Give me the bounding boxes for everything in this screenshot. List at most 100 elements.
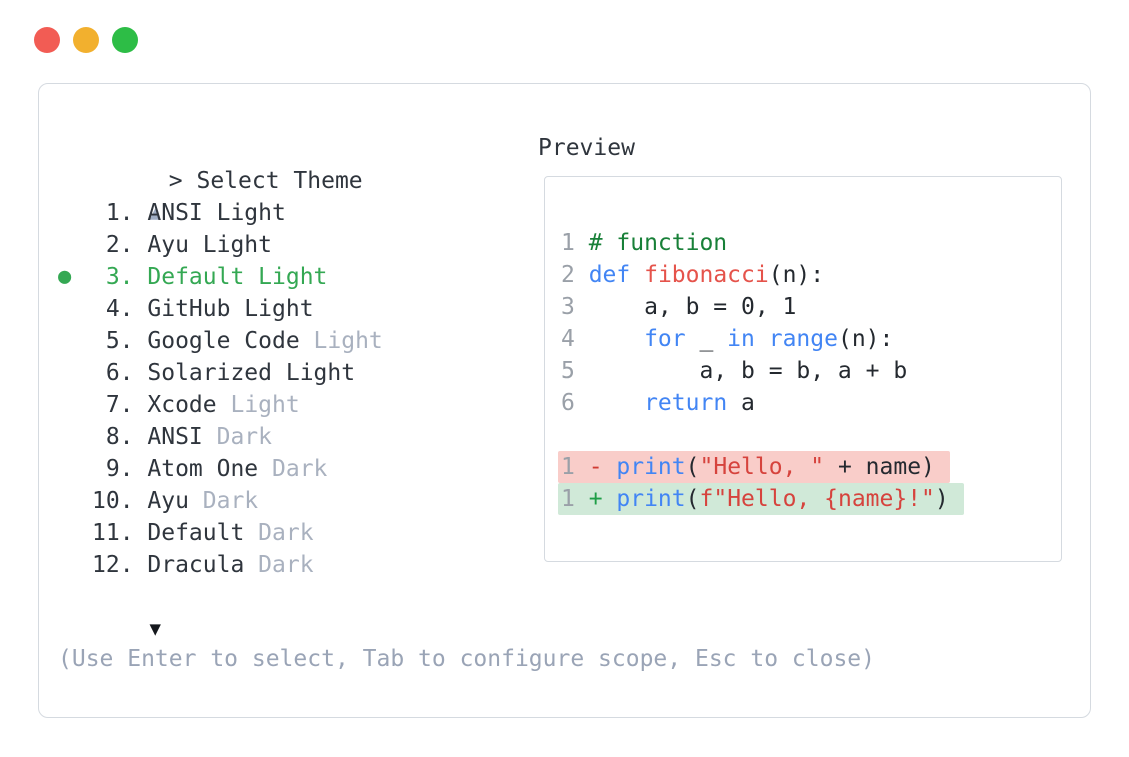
code-line: 1 # function [561,227,1053,259]
theme-number: 12. [92,552,134,578]
marker-spacer [58,549,92,581]
keyboard-hint: (Use Enter to select, Tab to configure s… [58,646,875,672]
code-token-plus: + [588,486,617,512]
triangle-up-icon: ▲ [149,202,161,224]
marker-spacer [58,325,92,357]
theme-list-item[interactable]: 6. Solarized Light [58,357,528,389]
preview-panel: 1 # function 2 def fibonacci (n): 3 a, b = 0,… [544,176,1062,562]
theme-name-dim: Light [230,392,300,418]
prompt-caret-icon: > [168,168,183,194]
line-number: 2 [561,262,575,288]
code-token-plain: _ [685,326,728,352]
theme-name: Dracula [147,552,245,578]
theme-name-dim: Dark [258,552,314,578]
theme-name-dim: Dark [202,488,259,514]
theme-list-item[interactable]: 8. ANSI Dark [58,421,528,453]
minimize-button[interactable] [73,27,99,53]
code-token-minus: - [588,454,617,480]
code-token-comment: # function [588,230,728,256]
theme-list-item[interactable]: 2. Ayu Light [58,229,528,261]
theme-name: ANSI [147,424,203,450]
theme-list-item[interactable]: 9. Atom One Dark [58,453,528,485]
code-token-keyword: print [616,486,686,512]
theme-list-item[interactable]: 12. Dracula Dark [58,549,528,581]
theme-number: 4. [105,296,134,322]
code-token-plain: ( [685,454,700,480]
theme-name: Default Light [147,264,328,290]
theme-name-dim: Dark [272,456,328,482]
theme-name: Solarized Light [147,360,356,386]
line-number: 3 [561,294,575,320]
theme-number: 7. [105,392,134,418]
marker-spacer [58,389,92,421]
marker-spacer [58,453,92,485]
code-token-plain [589,390,644,416]
theme-number: 11. [92,520,134,546]
marker-spacer [58,357,92,389]
theme-name: Google Code [147,328,300,354]
line-number: 5 [561,358,575,384]
theme-number: 2. [105,232,134,258]
close-button[interactable] [34,27,60,53]
theme-name-dim: Dark [216,424,272,450]
theme-name: Ayu Light [147,232,272,258]
line-number: 4 [561,326,575,352]
code-token-plain: ) [934,486,949,512]
preview-title: Preview [538,135,635,161]
code-token-plain: + name) [824,454,935,480]
marker-spacer [58,197,92,229]
triangle-down-icon: ▼ [149,618,161,640]
maximize-button[interactable] [112,27,138,53]
theme-list-item[interactable]: 1.ANSI Light [58,197,528,229]
code-token-string: "Hello, " [699,454,825,480]
code-line: 3 a, b = 0, 1 [561,291,1053,323]
code-token-plain [630,262,644,288]
code-token-keyword: range [768,326,838,352]
code-token-plain [755,326,769,352]
theme-number: 8. [105,424,134,450]
line-number: 1 [561,454,575,480]
code-token-plain: a [727,390,755,416]
scroll-up-indicator[interactable]: ▲ [58,165,528,224]
code-token-plain: a, b = b, a + b [588,358,908,384]
code-line [561,419,1053,451]
prompt: >Select Theme [58,133,528,194]
code-block: 1 # function 2 def fibonacci (n): 3 a, b = 0,… [558,227,1053,515]
line-number: 1 [561,230,575,256]
theme-number: 1. [105,200,134,226]
marker-spacer [58,229,92,261]
theme-number: 6. [105,360,134,386]
theme-list-item[interactable]: 4. GitHub Light [58,293,528,325]
line-number: 1 [561,486,575,512]
theme-list-item[interactable]: ● 3. Default Light [58,261,528,293]
code-token-keyword: print [616,454,686,480]
theme-name-dim: Light [313,328,383,354]
code-token-plain [589,326,644,352]
code-token-plain: (n): [837,326,894,352]
diff-added-line: 1 + print(f"Hello, {name}!") [558,483,964,515]
scroll-down-indicator[interactable]: ▼ [58,581,528,640]
theme-number: 9. [105,456,134,482]
code-token-plain: ( [685,486,700,512]
code-token-keyword: in [727,326,755,352]
theme-number: 3. [105,264,134,290]
selected-bullet-icon: ● [58,264,72,289]
code-token-string: f"Hello, {name}!" [699,486,935,512]
marker-spacer [58,421,92,453]
code-token-keyword: def [588,262,631,288]
code-token-function: fibonacci [644,262,769,288]
theme-name: GitHub Light [147,296,314,322]
theme-name-dim: Dark [258,520,314,546]
theme-name: Atom One [147,456,259,482]
window-controls [34,27,138,53]
marker-spacer [58,517,92,549]
marker-spacer [58,293,92,325]
